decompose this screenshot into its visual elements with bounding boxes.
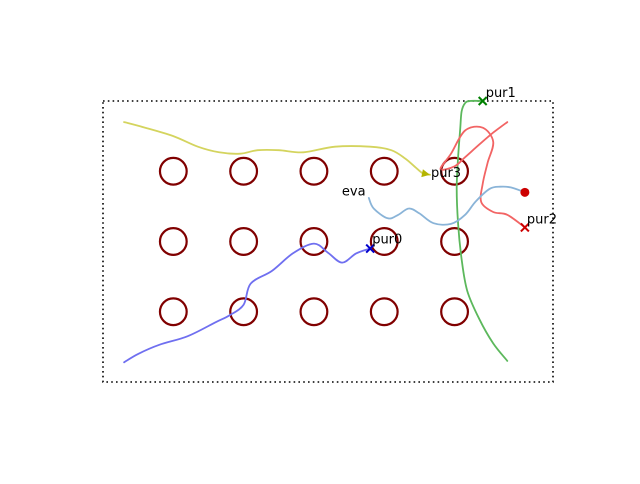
trajectory-eva bbox=[367, 185, 526, 226]
label-pur0: pur0 bbox=[372, 233, 402, 248]
obstacle-circle bbox=[369, 227, 399, 256]
label-pur2: pur2 bbox=[527, 212, 557, 227]
obstacle-circle bbox=[299, 156, 329, 186]
trajectory-pur1 bbox=[455, 99, 509, 362]
obstacle-circle bbox=[229, 227, 259, 256]
trajectory-pur3 bbox=[123, 121, 431, 176]
end-marker-eva bbox=[520, 187, 530, 197]
obstacle-circle bbox=[299, 297, 329, 327]
obstacle-circle bbox=[299, 227, 329, 256]
obstacle-circle bbox=[369, 297, 399, 327]
trajectory-pur0 bbox=[123, 242, 372, 364]
trajectories-layer bbox=[123, 99, 526, 364]
end-marker-pur3 bbox=[421, 169, 430, 178]
end-marker-pur1 bbox=[477, 96, 488, 106]
obstacles-layer bbox=[158, 156, 470, 327]
obstacle-circle bbox=[229, 297, 259, 327]
labels-layer: pur0 pur1 pur2 pur3 eva bbox=[342, 86, 557, 248]
label-eva: eva bbox=[342, 184, 366, 199]
end-marker-pur2 bbox=[520, 222, 530, 233]
label-pur1: pur1 bbox=[486, 86, 516, 101]
label-pur3: pur3 bbox=[431, 166, 461, 181]
obstacle-circle bbox=[440, 156, 470, 186]
markers-layer bbox=[365, 96, 530, 254]
obstacle-circle bbox=[158, 156, 188, 186]
obstacle-circle bbox=[440, 297, 470, 327]
end-marker-pur0 bbox=[365, 243, 375, 254]
obstacle-circle bbox=[440, 227, 470, 256]
obstacle-circle bbox=[158, 227, 188, 256]
obstacle-circle bbox=[229, 156, 259, 186]
arena-border bbox=[102, 100, 554, 383]
obstacle-circle bbox=[158, 297, 188, 327]
obstacle-circle bbox=[369, 156, 399, 186]
trajectory-pur2 bbox=[439, 121, 526, 229]
